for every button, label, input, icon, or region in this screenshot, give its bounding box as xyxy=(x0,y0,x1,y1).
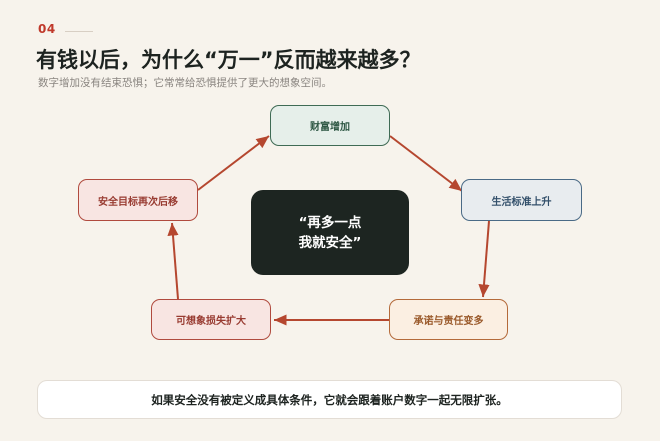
center-quote-box: “再多一点 我就安全” xyxy=(251,190,409,275)
arrow-goal-to-wealth xyxy=(197,135,270,191)
node-safety-goal: 安全目标再次后移 xyxy=(78,179,198,221)
node-commitments: 承诺与责任变多 xyxy=(389,299,508,340)
center-quote-line2: 我就安全” xyxy=(298,234,362,251)
center-quote-line1: “再多一点 xyxy=(298,214,362,231)
footer-text: 如果安全没有被定义成具体条件，它就会跟着账户数字一起无限扩张。 xyxy=(151,392,508,407)
page-subtitle: 数字增加没有结束恐惧；它常常给恐惧提供了更大的想象空间。 xyxy=(38,77,332,89)
arrow-life-to-promise xyxy=(478,220,490,298)
page-number-rule xyxy=(65,31,93,32)
node-wealth-increase: 财富增加 xyxy=(270,105,390,146)
page-number: 04 xyxy=(38,22,56,36)
node-imagined-loss: 可想象损失扩大 xyxy=(151,299,271,340)
arrow-wealth-to-life xyxy=(389,135,463,192)
arrow-loss-to-goal xyxy=(167,222,179,300)
footer-callout: 如果安全没有被定义成具体条件，它就会跟着账户数字一起无限扩张。 xyxy=(37,380,622,419)
node-living-standard: 生活标准上升 xyxy=(461,179,582,221)
page-title: 有钱以后，为什么“万一”反而越来越多？ xyxy=(36,48,421,72)
